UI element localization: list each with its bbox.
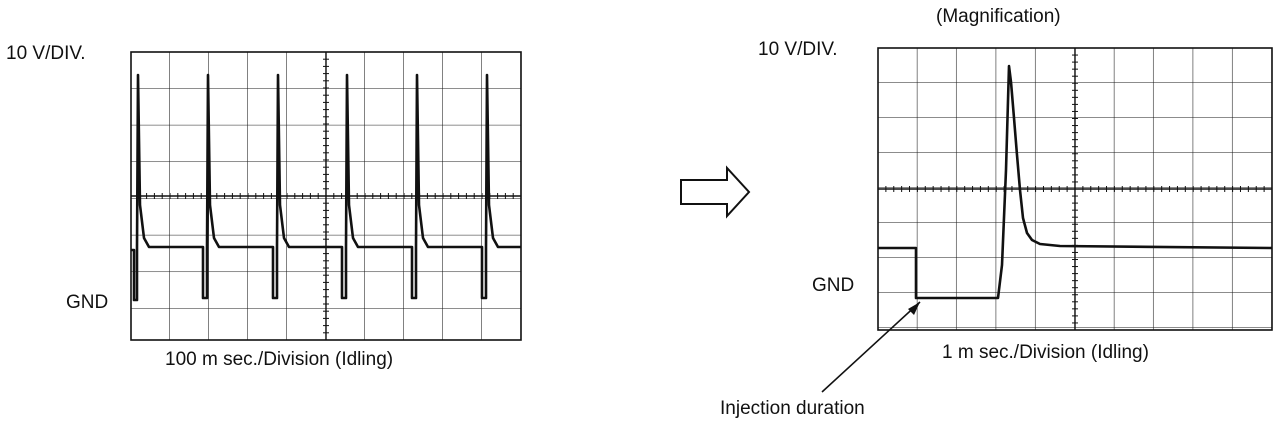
left-time-base-label: 100 m sec./Division (Idling) [165,349,394,370]
injection-duration-label: Injection duration [720,398,865,419]
left-scope-screen [130,51,522,341]
injection-duration-leader [821,301,921,393]
right-volts-per-div-label: 10 V/DIV. [758,39,838,60]
right-time-base-label: 1 m sec./Division (Idling) [942,342,1149,363]
right-scope-screen [877,47,1273,331]
right-injector-waveform-magnified [878,64,1273,300]
magnification-heading: (Magnification) [936,6,1061,27]
left-volts-per-div-label: 10 V/DIV. [6,43,86,64]
right-gnd-label: GND [812,275,855,296]
hollow-right-arrow-icon [680,165,751,219]
left-scope-center-ticks [130,51,522,341]
left-injector-waveform [131,73,521,302]
left-gnd-label: GND [66,292,109,313]
